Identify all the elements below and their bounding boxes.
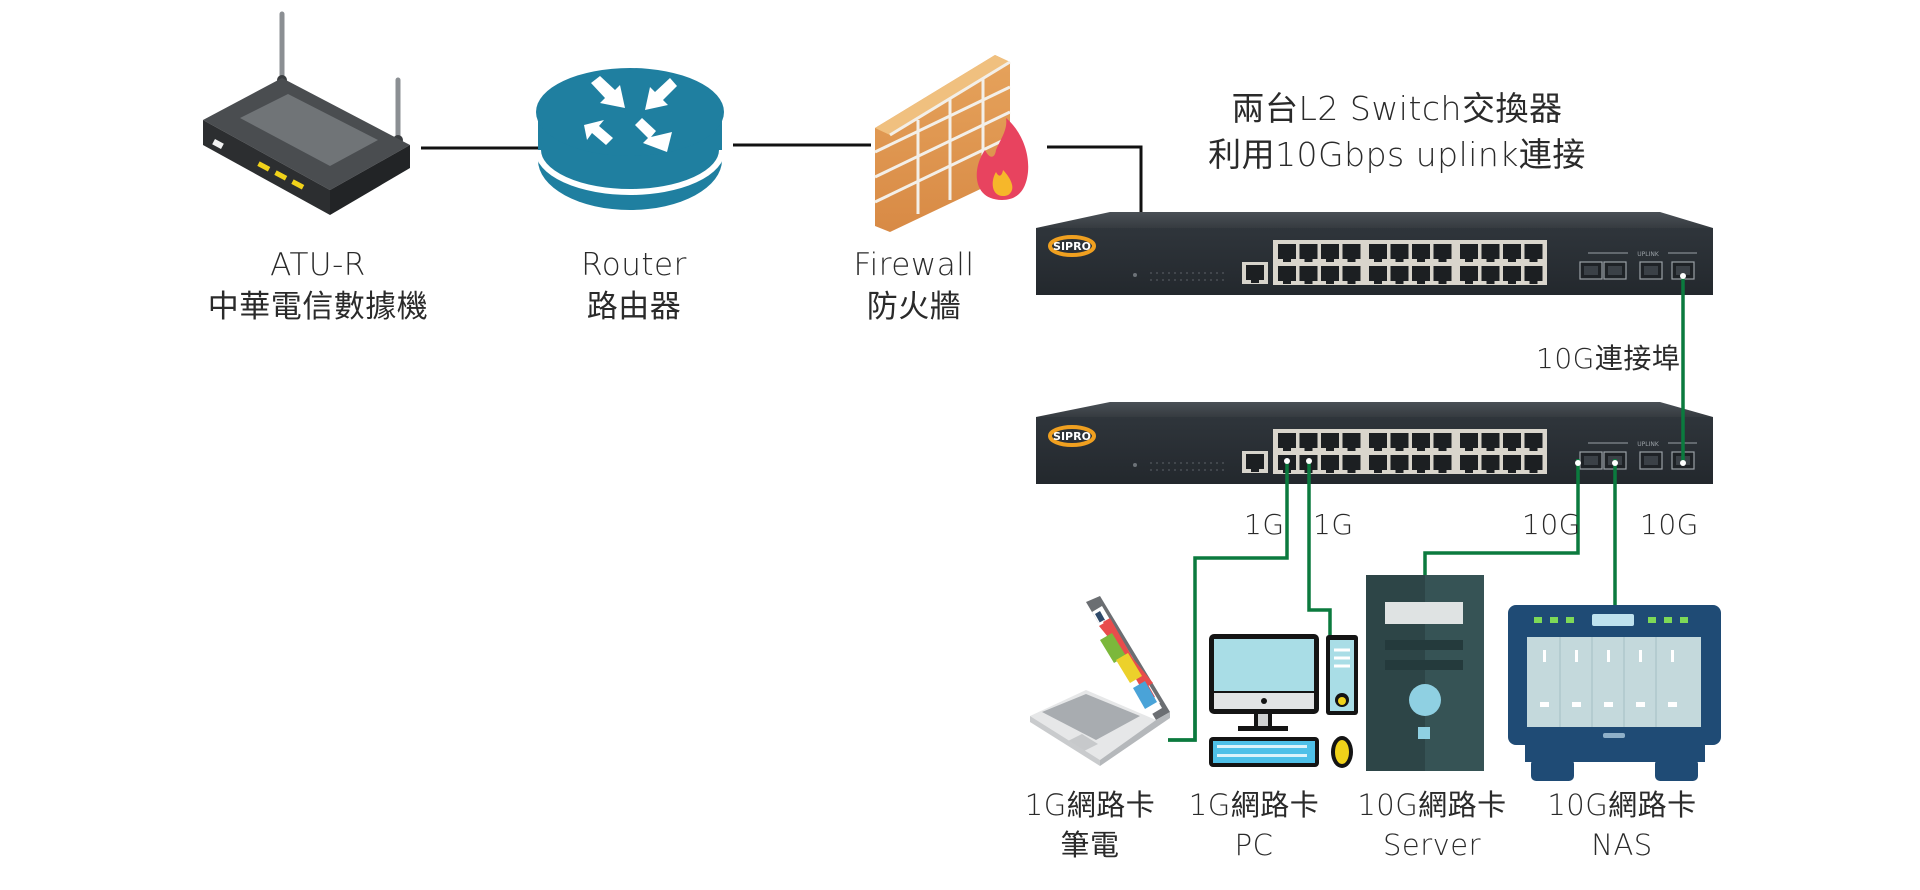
switch-top: SIPRO UPLINK [1036, 212, 1713, 295]
links-wan [421, 143, 1143, 214]
device-subtitle: 路由器 [586, 289, 682, 325]
brand-logo: SIPRO [1048, 425, 1096, 447]
svg-text:SIPRO: SIPRO [1053, 430, 1091, 443]
endpoint-name: 筆電 [1060, 828, 1120, 862]
svg-text:UPLINK: UPLINK [1637, 251, 1660, 258]
device-name: ATU-R [270, 247, 366, 283]
speed-label-nas: 10G [1640, 508, 1699, 541]
server-icon [1366, 575, 1484, 771]
link-pc-1g [1307, 459, 1332, 640]
speed-label-pc: 1G [1313, 508, 1354, 541]
endpoint-name: PC [1234, 828, 1274, 862]
endpoint-name: NAS [1591, 828, 1653, 862]
label-laptop: 1G網路卡 筆電 [1025, 785, 1155, 865]
label-router: Router 路由器 [581, 244, 687, 328]
uplink-sfp-ports: UPLINK [1579, 251, 1697, 280]
link-firewall-switch [1047, 145, 1143, 214]
label-server: 10G網路卡 Server [1357, 785, 1506, 865]
link-server-10g [1423, 459, 1580, 575]
rj45-port-block [1273, 240, 1547, 285]
brand-logo: SIPRO [1048, 235, 1096, 257]
device-name: Router [581, 247, 687, 283]
desktop-pc-icon [1209, 634, 1358, 768]
title-line-2: 利用10Gbps uplink連接 [1208, 135, 1586, 174]
svg-text:SIPRO: SIPRO [1053, 240, 1091, 253]
device-subtitle: 防火牆 [866, 289, 962, 325]
nic-type: 10G網路卡 [1357, 788, 1507, 822]
nic-type: 10G網路卡 [1547, 788, 1697, 822]
label-firewall: Firewall 防火牆 [854, 244, 975, 328]
nic-type: 1G網路卡 [1024, 788, 1156, 822]
endpoint-name: Server [1382, 828, 1482, 862]
diagram-title: 兩台L2 Switch交換器 利用10Gbps uplink連接 [1208, 86, 1586, 178]
laptop-icon [1030, 596, 1170, 766]
title-line-1: 兩台L2 Switch交換器 [1231, 89, 1563, 128]
speed-label-server: 10G [1522, 508, 1581, 541]
svg-text:UPLINK: UPLINK [1637, 441, 1660, 448]
label-pc: 1G網路卡 PC [1189, 785, 1319, 865]
port-dots [1284, 273, 1686, 466]
label-nas: 10G網路卡 NAS [1547, 785, 1696, 865]
switch-bottom: SIPRO UPLINK [1036, 402, 1713, 484]
nas-icon [1508, 605, 1721, 781]
modem-icon [203, 11, 410, 215]
device-name: Firewall [853, 247, 975, 283]
uplink-port-label: 10G連接埠 [1536, 342, 1681, 375]
label-atu-r: ATU-R 中華電信數據機 [208, 244, 429, 328]
rj45-port-block [1273, 429, 1547, 474]
firewall-icon [874, 55, 1029, 232]
router-icon [535, 68, 725, 210]
nic-type: 1G網路卡 [1188, 788, 1320, 822]
speed-label-laptop: 1G [1244, 508, 1285, 541]
device-subtitle: 中華電信數據機 [207, 289, 429, 325]
